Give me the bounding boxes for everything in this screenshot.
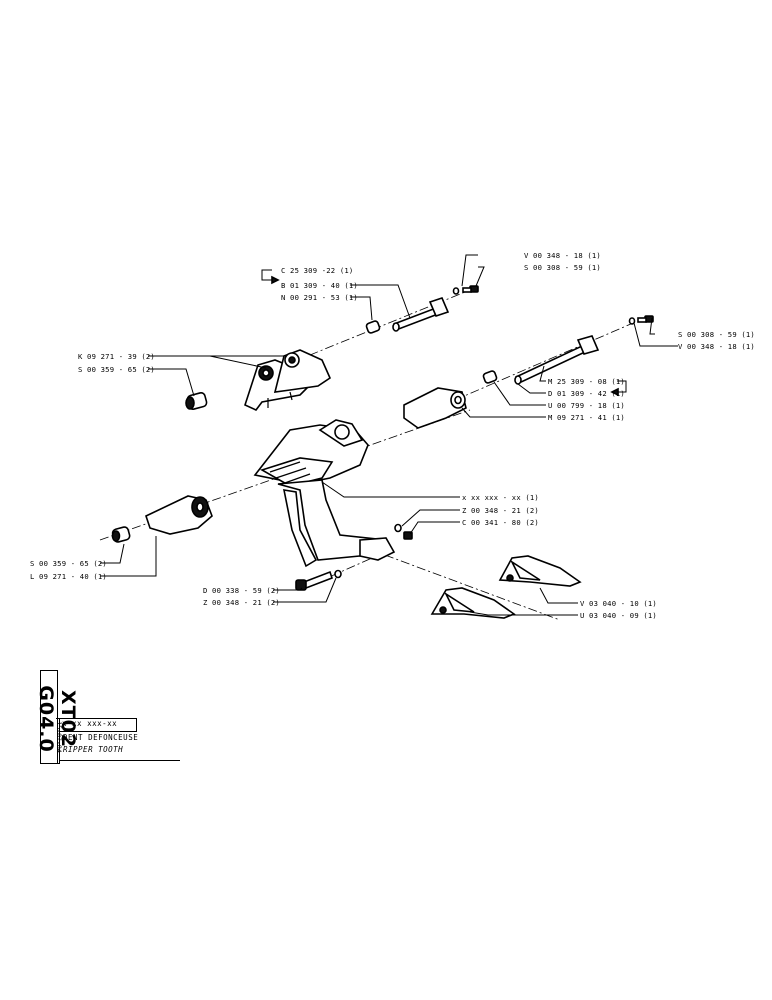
callout-m-09-271-41: M 09 271 - 41 (1) — [548, 413, 625, 422]
right-side-plate — [403, 387, 467, 429]
right-nut-washer — [394, 523, 413, 540]
top-bolt — [452, 285, 479, 295]
callout-d-00-338-59: D 00 338 - 59 (2) — [203, 586, 280, 595]
lower-left-bushing — [111, 526, 131, 543]
tooth-tip-lower — [430, 587, 516, 619]
callout-z-00-348-21-right: Z 00 348 - 21 (2) — [462, 506, 539, 515]
axis-shank — [384, 554, 561, 621]
tooth-tip-upper — [498, 555, 582, 587]
callout-x-xx-xxx: x xx xxx - xx (1) — [462, 493, 539, 502]
callout-b-01-309-40: B 01 309 - 40 (1) — [281, 281, 358, 290]
callout-v-00-348-18-right: V 00 348 - 18 (1) — [678, 342, 755, 351]
callout-c-00-341-80: C 00 341 - 80 (2) — [462, 518, 539, 527]
callout-z-00-348-21-lower: Z 00 348 - 21 (2) — [203, 598, 280, 607]
callout-k-09-271-39: K 09 271 - 39 (2) — [78, 352, 155, 361]
lower-bolt — [295, 569, 342, 591]
callout-d-01-309-42: D 01 309 - 42 (1) — [548, 389, 625, 398]
title-english: RIPPER TOOTH — [63, 745, 124, 754]
axis-main — [99, 409, 471, 541]
right-bushing — [482, 370, 498, 384]
axis-right-pin — [454, 319, 641, 401]
upper-pin — [392, 297, 450, 332]
callout-u-03-040-09: U 03 040 - 09 (1) — [580, 611, 657, 620]
callout-n-00-291-53: N 00 291 - 53 (1) — [281, 293, 358, 302]
callout-v-00-348-18-top: V 00 348 - 18 (1) — [524, 251, 601, 260]
callout-u-00-799-18: U 00 799 - 18 (1) — [548, 401, 625, 410]
callout-v-03-040-10: V 03 040 - 10 (1) — [580, 599, 657, 608]
title-cell — [59, 730, 180, 761]
callout-c-25-309-22: C 25 309 -22 (1) — [281, 266, 353, 275]
clevis-brackets — [244, 349, 332, 411]
part-code-cell — [59, 718, 137, 732]
callout-s-00-308-59-right: S 00 308 - 59 (1) — [678, 330, 755, 339]
callout-s-00-359-65-lower: S 00 359 - 65 (2) — [30, 559, 107, 568]
callout-s-00-308-59-top: S 00 308 - 59 (1) — [524, 263, 601, 272]
callout-l-09-271-40: L 09 271 - 40 (1) — [30, 572, 107, 581]
part-code: x xx xxx-xx — [62, 719, 118, 728]
ripper-tooth-body — [253, 419, 396, 568]
callout-m-25-309-08: M 25 309 - 08 (1) — [548, 377, 625, 386]
upper-bushing — [365, 320, 381, 334]
callout-s-00-359-65-upper: S 00 359 - 65 (2) — [78, 365, 155, 374]
upper-left-bushing — [185, 392, 208, 410]
title-french: DENT DEFONCEUSE — [63, 733, 139, 742]
left-side-plate — [145, 495, 213, 535]
title-block-spine — [40, 670, 58, 764]
right-bolt — [628, 315, 654, 325]
right-pin — [514, 335, 600, 385]
